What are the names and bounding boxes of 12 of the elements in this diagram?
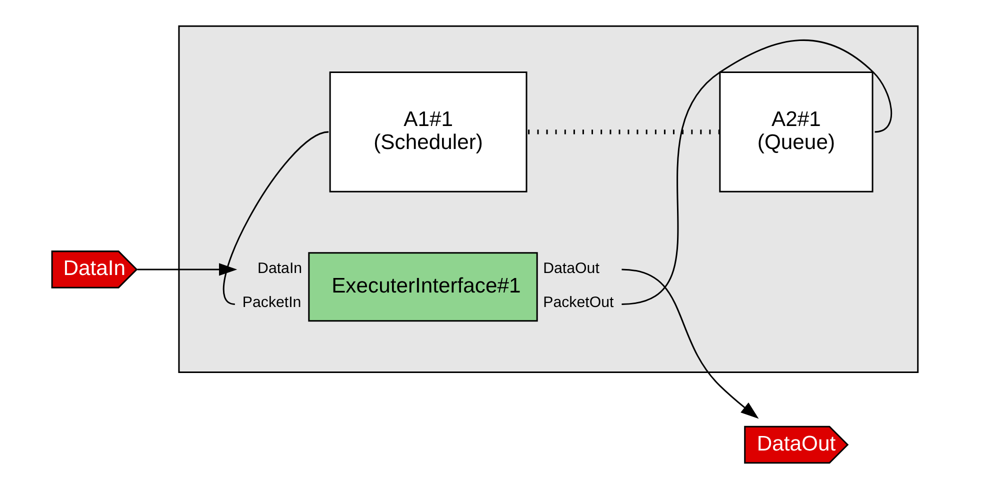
node-label: PacketOut <box>542 294 614 312</box>
connector <box>222 131 328 305</box>
arrow <box>621 268 758 419</box>
node-label: DataIn <box>257 260 302 278</box>
node-label: DataOut <box>542 260 599 278</box>
node-box: A2#1 (Queue) <box>718 72 873 192</box>
arrow <box>136 263 237 276</box>
connector <box>621 40 892 305</box>
connector <box>528 130 720 134</box>
node-box: A1#1 (Scheduler) <box>328 72 527 192</box>
node-label: PacketIn <box>242 294 301 312</box>
cluster <box>178 25 918 373</box>
